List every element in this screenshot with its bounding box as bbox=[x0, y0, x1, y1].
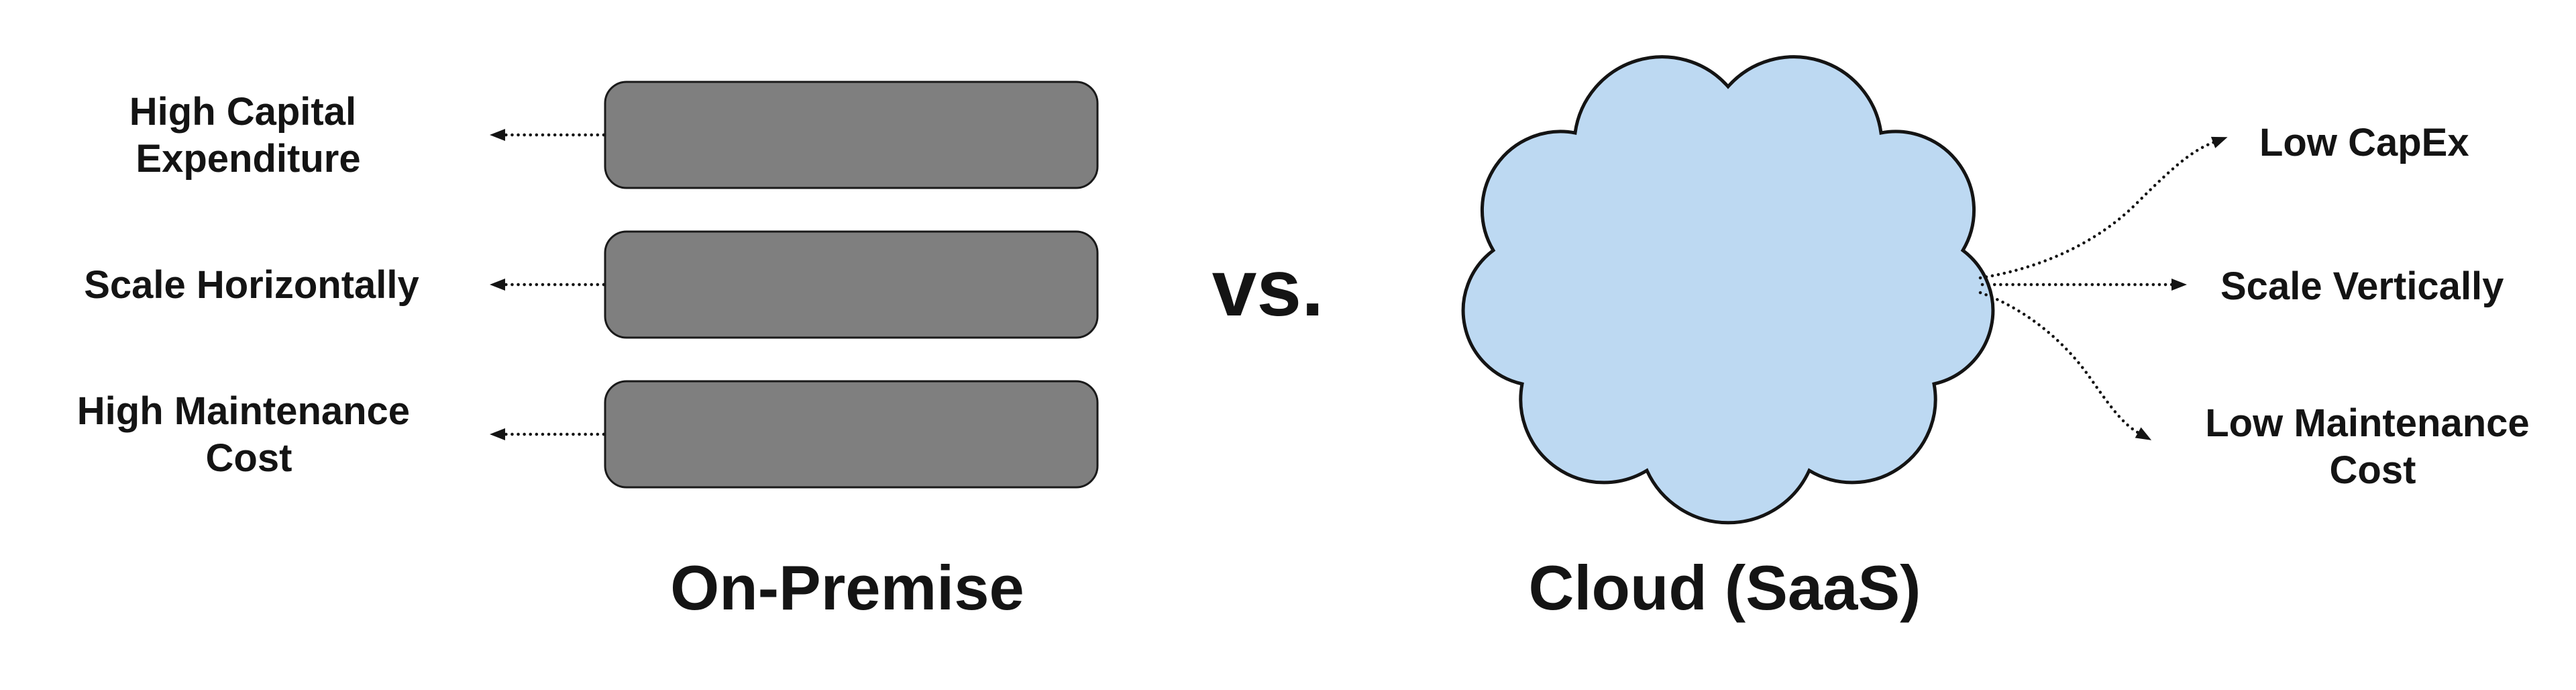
cloud-shape bbox=[1461, 55, 1995, 525]
on-premise-box-top bbox=[604, 81, 1099, 189]
label-high-capital-expenditure: High Capital Expenditure bbox=[129, 90, 367, 181]
label-scale-vertically: Scale Vertically bbox=[2220, 264, 2504, 308]
label-low-maintenance-cost: Low Maintenance Cost bbox=[2205, 401, 2540, 492]
label-scale-horizontally: Scale Horizontally bbox=[84, 263, 419, 307]
on-premise-box-bottom bbox=[604, 380, 1099, 489]
versus-text: vs. bbox=[1212, 243, 1324, 333]
on-premise-title: On-Premise bbox=[670, 552, 1024, 623]
cloud-saas-title: Cloud (SaaS) bbox=[1529, 552, 1921, 623]
arrow-low-maintenance-cost bbox=[1978, 291, 2152, 440]
arrow-low-capex bbox=[1978, 136, 2228, 280]
on-premise-box-middle bbox=[604, 230, 1099, 339]
label-low-capex: Low CapEx bbox=[2259, 121, 2469, 164]
label-high-maintenance-cost: High Maintenance Cost bbox=[77, 389, 421, 480]
